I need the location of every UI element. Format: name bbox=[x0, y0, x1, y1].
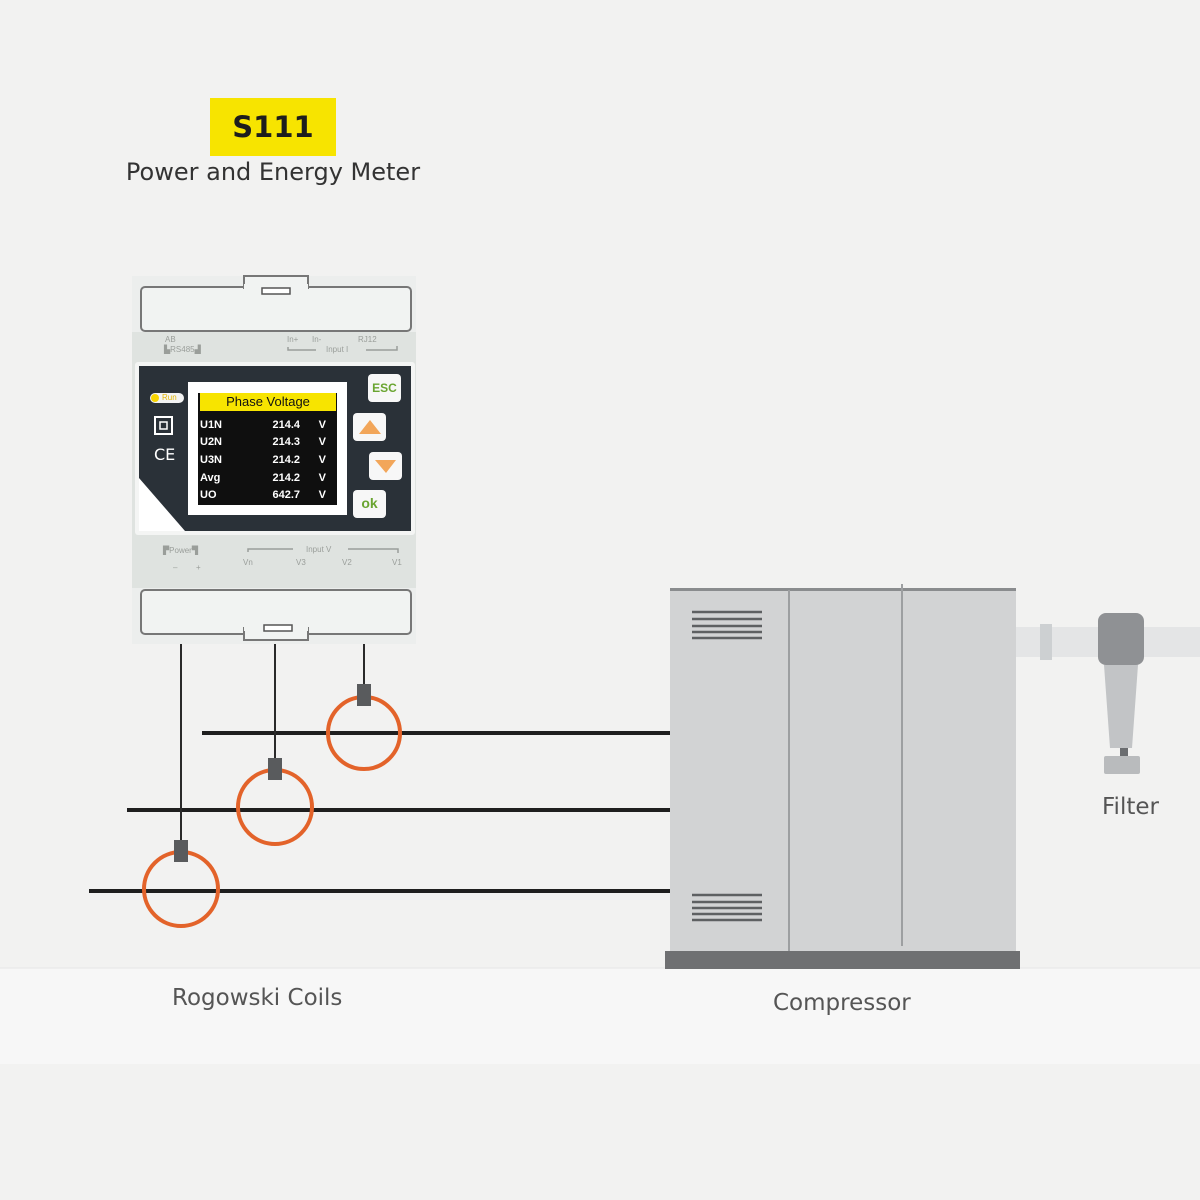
model-name: S111 bbox=[232, 110, 314, 144]
terminal-rj12: RJ12 bbox=[358, 335, 377, 344]
ok-button[interactable] bbox=[353, 490, 386, 518]
esc-button[interactable] bbox=[368, 374, 401, 402]
run-label: Run bbox=[162, 393, 177, 402]
terminal-in-plus: In+ bbox=[287, 335, 299, 344]
filter-icon bbox=[1098, 613, 1144, 774]
compressor-label: Compressor bbox=[773, 990, 911, 1016]
terminal-v1: V1 bbox=[392, 558, 402, 567]
terminal-minus: – bbox=[173, 563, 178, 572]
product-subtitle: Power and Energy Meter bbox=[125, 158, 421, 186]
screen-title: Phase Voltage bbox=[200, 393, 336, 411]
rogowski-coil-1 bbox=[326, 684, 402, 771]
compressor-icon bbox=[665, 584, 1020, 969]
double-insulation-icon bbox=[154, 416, 173, 435]
terminal-power: ▛Power▜ bbox=[163, 546, 198, 555]
floor bbox=[0, 968, 1200, 1064]
terminal-rs485: ▙RS485▟ bbox=[164, 345, 201, 354]
terminal-v2: V2 bbox=[342, 558, 352, 567]
conductors bbox=[89, 731, 670, 893]
ok-button-label[interactable]: ok bbox=[361, 495, 378, 511]
model-badge: S111 bbox=[210, 98, 336, 156]
terminal-in-minus: In- bbox=[312, 335, 322, 344]
up-arrow-icon bbox=[359, 420, 381, 434]
terminal-vn: Vn bbox=[243, 558, 253, 567]
ce-mark: CE bbox=[154, 445, 176, 464]
esc-button-label[interactable]: ESC bbox=[372, 381, 397, 395]
terminal-v3: V3 bbox=[296, 558, 306, 567]
terminal-input-v: Input V bbox=[306, 545, 332, 554]
down-arrow-icon bbox=[375, 460, 396, 473]
terminal-ab: AB bbox=[165, 335, 176, 344]
rogowski-coil-3 bbox=[142, 840, 220, 928]
filter-label: Filter bbox=[1102, 794, 1159, 820]
terminal-plus: + bbox=[196, 563, 201, 572]
meter-body bbox=[132, 275, 416, 644]
rogowski-coil-2 bbox=[236, 758, 314, 846]
terminal-input-i: Input I bbox=[326, 345, 349, 354]
coils-label: Rogowski Coils bbox=[172, 985, 343, 1011]
run-led-icon bbox=[151, 394, 159, 402]
